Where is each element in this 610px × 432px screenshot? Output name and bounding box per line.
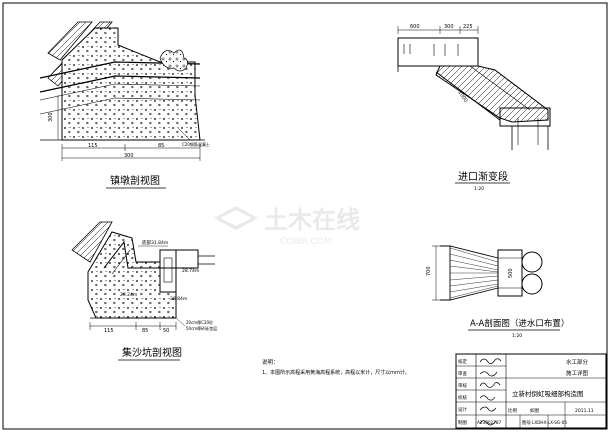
tb-label-5: 设计 xyxy=(458,406,467,413)
pier-dim-total: 300 xyxy=(124,153,134,159)
inlet-dim-2: 300 xyxy=(444,24,454,30)
pier-dim-2: 85 xyxy=(158,143,164,149)
tb-signature-1 xyxy=(479,358,502,364)
pier-dim-1: 115 xyxy=(88,143,98,149)
inlet-view-scale: 1:20 xyxy=(474,186,484,192)
tb-drawing-title: 立新村倒虹吸细部构造图 xyxy=(512,389,584,398)
tb-cert-no: A23002787 xyxy=(477,420,502,425)
tb-label-4: 校核 xyxy=(458,394,467,401)
sandpit-pit xyxy=(159,249,177,293)
sandpit-dim-3: 50 xyxy=(163,328,169,334)
pier-side-dim: 300 xyxy=(48,112,54,122)
sand-pit-view: 底部31.84m 28.74m 29.24m 28.84m 115 85 50 … xyxy=(71,221,217,361)
tb-signature-3 xyxy=(479,381,501,388)
title-block: 核定 审查 审核 校核 设计 制图 水工部分 施工详图 立新村倒虹吸细部构造图 … xyxy=(455,353,607,429)
sandpit-elev-4: 28.84m xyxy=(170,296,187,302)
tb-label-1: 核定 xyxy=(458,358,467,365)
sandpit-elev-top: 底部31.84m xyxy=(142,239,168,246)
tb-signature-4 xyxy=(479,395,496,401)
sandpit-note-1: 20cm厚C20砼 xyxy=(186,319,213,325)
notes-block: 说明： 1、本图所示高程采用黄海高程系统，高程以米计，尺寸以mm计。 xyxy=(262,358,410,376)
section-aa-view: 700 500 A-A剖面图（进水口布置） 1:20 xyxy=(426,245,569,339)
pier-pipe-line-2 xyxy=(39,75,201,93)
pier-note: C20钢筋混凝土 xyxy=(182,141,210,147)
pier-boulders xyxy=(159,49,188,72)
aa-body xyxy=(497,249,523,297)
pier-section-view: 300 115 85 300 C20钢筋混凝土 镇墩剖视图 xyxy=(39,21,210,189)
sandpit-dim-1: 115 xyxy=(104,328,114,334)
notes-heading: 说明： xyxy=(262,358,279,366)
watermark: 土木在线 COI88.COM xyxy=(214,206,360,247)
tb-scale-label: 比例 xyxy=(508,407,517,414)
inlet-transition-view: 600 300 225 1000 进口渐变段 1:20 xyxy=(397,24,551,192)
pier-view-title: 镇墩剖视图 xyxy=(110,174,160,187)
watermark-cn: 土木在线 xyxy=(264,206,360,234)
sandpit-elev-3: 29.24m xyxy=(120,292,137,298)
tb-label-6: 制图 xyxy=(458,419,467,426)
aa-pipe-lower xyxy=(521,273,543,295)
tb-dept-2: 施工详图 xyxy=(566,369,589,377)
sandpit-dim-2: 85 xyxy=(142,328,148,334)
inlet-dim-3: 225 xyxy=(463,24,473,30)
aa-pipe-upper xyxy=(521,251,543,273)
pier-pipe-line-3 xyxy=(39,83,201,101)
inlet-dim-1: 600 xyxy=(410,24,420,30)
watermark-en: COI88.COM xyxy=(280,237,331,247)
notes-item-1: 1、本图所示高程采用黄海高程系统，高程以米计，尺寸以mm计。 xyxy=(262,369,410,376)
sandpit-view-title: 集沙坑剖视图 xyxy=(122,346,182,359)
pier-pipe-wall-upper xyxy=(47,21,93,61)
tb-drawing-no: LXDHX-LX-SG-05 xyxy=(532,420,567,425)
watermark-logo-icon xyxy=(214,206,258,230)
tb-signature-5 xyxy=(479,406,497,412)
tb-label-2: 审查 xyxy=(458,370,467,377)
tb-signature-6 xyxy=(479,420,497,426)
sandpit-elev-2: 28.74m xyxy=(182,268,199,274)
aa-view-scale: 1:20 xyxy=(512,333,522,339)
tb-drawing-no-label: 图号 xyxy=(522,420,531,426)
inlet-view-title: 进口渐变段 xyxy=(458,170,508,183)
aa-dim-left: 700 xyxy=(426,266,432,276)
tb-dept-1: 水工部分 xyxy=(566,358,589,366)
aa-view-title: A-A剖面图（进水口布置） xyxy=(470,318,569,329)
aa-dim-inner: 500 xyxy=(508,268,514,278)
sandpit-slope-wall xyxy=(71,221,113,263)
tb-signature-2 xyxy=(479,371,498,377)
sandpit-note-2: 50cm厚砂砾垫层 xyxy=(186,325,217,331)
tb-date: 2011.11 xyxy=(575,408,594,414)
tb-scale-value: 如图 xyxy=(530,407,539,414)
pier-pipe-line-4 xyxy=(39,97,201,115)
pier-concrete-block xyxy=(61,27,201,141)
inlet-outlet-box xyxy=(499,107,551,127)
tb-label-3: 审核 xyxy=(458,382,467,389)
